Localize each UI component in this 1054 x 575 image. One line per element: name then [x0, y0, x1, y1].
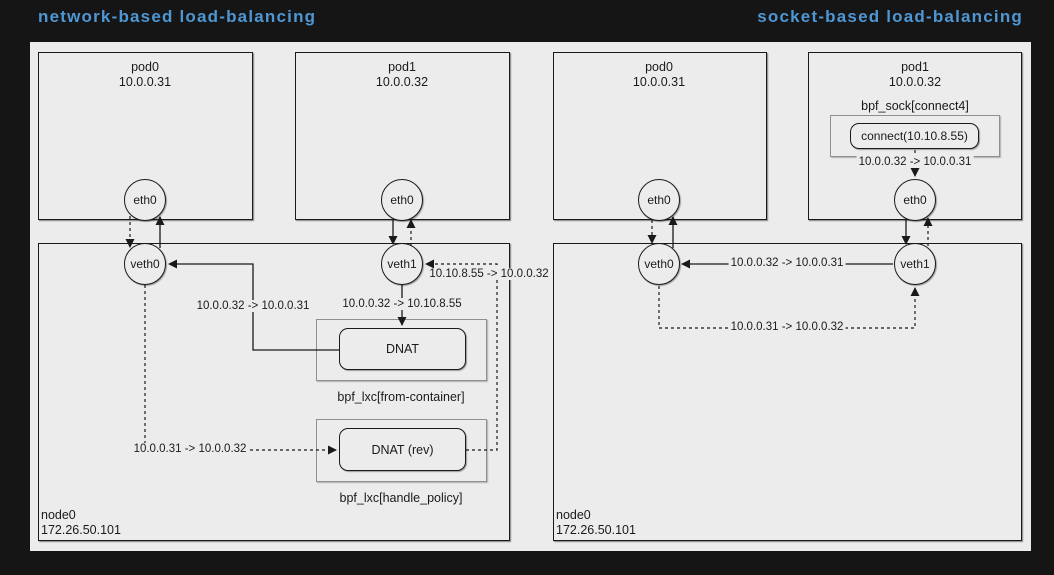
socket-pod0-eth0: eth0: [638, 179, 680, 221]
flow-label-to-service: 10.0.0.32 -> 10.10.8.55: [340, 298, 464, 310]
connect-call-box: connect(10.10.8.55): [850, 123, 979, 149]
network-pod0-eth0: eth0: [124, 179, 166, 221]
bpf-sock-connect4-label: bpf_sock[connect4]: [861, 99, 969, 113]
dnat-rev-label: DNAT (rev): [371, 442, 434, 457]
title-network-lb: network-based load-balancing: [38, 7, 317, 26]
flow-label-socket-reverse: 10.0.0.31 -> 10.0.0.32: [728, 321, 846, 333]
net-dnat-rev-to-veth1: [425, 259, 498, 451]
bpf-lxc-handle-policy-label: bpf_lxc[handle_policy]: [339, 491, 463, 505]
flow-label-reverse-after-dnat: 10.10.8.55 -> 10.0.0.32: [427, 268, 551, 280]
socket-veth0: veth0: [638, 243, 680, 285]
dnat-rev-box: DNAT (rev): [339, 428, 466, 471]
title-socket-lb: socket-based load-balancing: [757, 7, 1023, 26]
network-veth0: veth0: [124, 243, 166, 285]
dnat-box: DNAT: [339, 328, 466, 370]
dnat-label: DNAT: [385, 342, 420, 356]
socket-node0-box: [553, 243, 1022, 541]
socket-pod1-eth0: eth0: [894, 179, 936, 221]
connection-lines: [125, 150, 933, 455]
flow-label-socket-forward: 10.0.0.32 -> 10.0.0.31: [728, 257, 846, 269]
network-veth1: veth1: [381, 243, 423, 285]
network-node0-box: [38, 243, 510, 541]
network-pod1-eth0: eth0: [381, 179, 423, 221]
flow-label-connect-translated: 10.0.0.32 -> 10.0.0.31: [856, 156, 974, 168]
connect-call-label: connect(10.10.8.55): [861, 129, 968, 143]
diagram-canvas: DNAT bpf_lxc[from-container] DNAT (rev) …: [30, 42, 1031, 551]
flow-label-reverse: 10.0.0.31 -> 10.0.0.32: [131, 443, 249, 455]
flow-label-after-dnat: 10.0.0.32 -> 10.0.0.31: [194, 300, 312, 312]
bpf-lxc-from-container-label: bpf_lxc[from-container]: [337, 390, 465, 404]
socket-veth1: veth1: [894, 243, 936, 285]
